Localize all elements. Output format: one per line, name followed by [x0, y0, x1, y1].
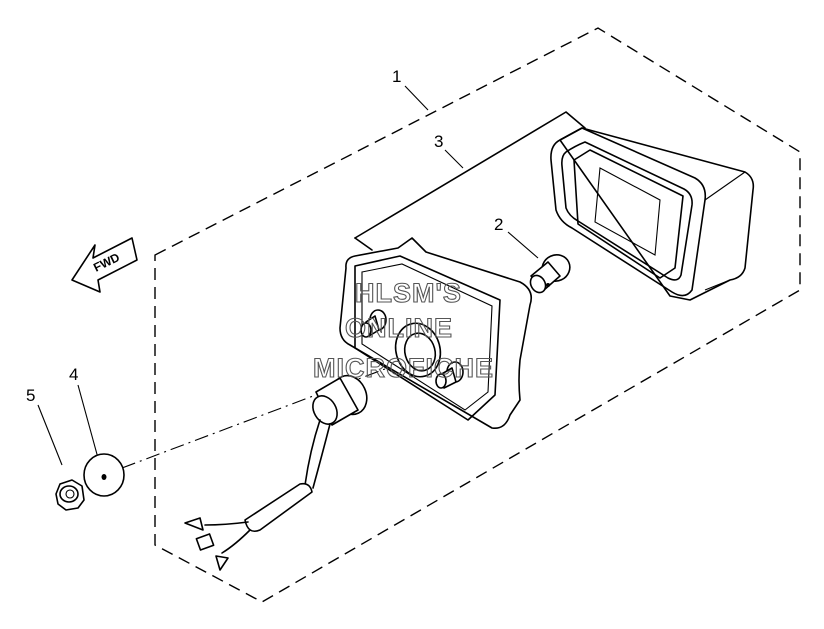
washer — [83, 453, 125, 497]
watermark-line1: HLSM'S — [355, 278, 462, 308]
nut — [55, 479, 85, 511]
lens-assembly-bracket — [354, 111, 586, 239]
lamp-base — [339, 237, 533, 430]
leader-2 — [507, 231, 539, 259]
lens-bracket-tick — [354, 237, 373, 251]
callout-5: 5 — [26, 386, 35, 405]
stud-lower — [435, 361, 464, 389]
stud-upper — [360, 309, 387, 338]
assembly-boundary — [154, 27, 801, 603]
socket-harness — [184, 374, 368, 571]
watermark-line3: MICROFICHE — [313, 353, 494, 383]
leader-4 — [77, 384, 99, 459]
callout-4: 4 — [69, 365, 78, 384]
callout-3: 3 — [434, 132, 443, 151]
leader-1 — [404, 85, 429, 111]
callout-1: 1 — [392, 67, 401, 86]
leader-3 — [444, 149, 464, 169]
mounting-axis — [121, 351, 431, 469]
leader-5 — [37, 404, 63, 466]
watermark-line2: ONLINE — [345, 313, 453, 343]
callout-2: 2 — [494, 215, 503, 234]
tail-lens — [550, 127, 755, 301]
bulb — [529, 254, 571, 294]
fwd-arrow-icon: FWD — [71, 237, 138, 293]
